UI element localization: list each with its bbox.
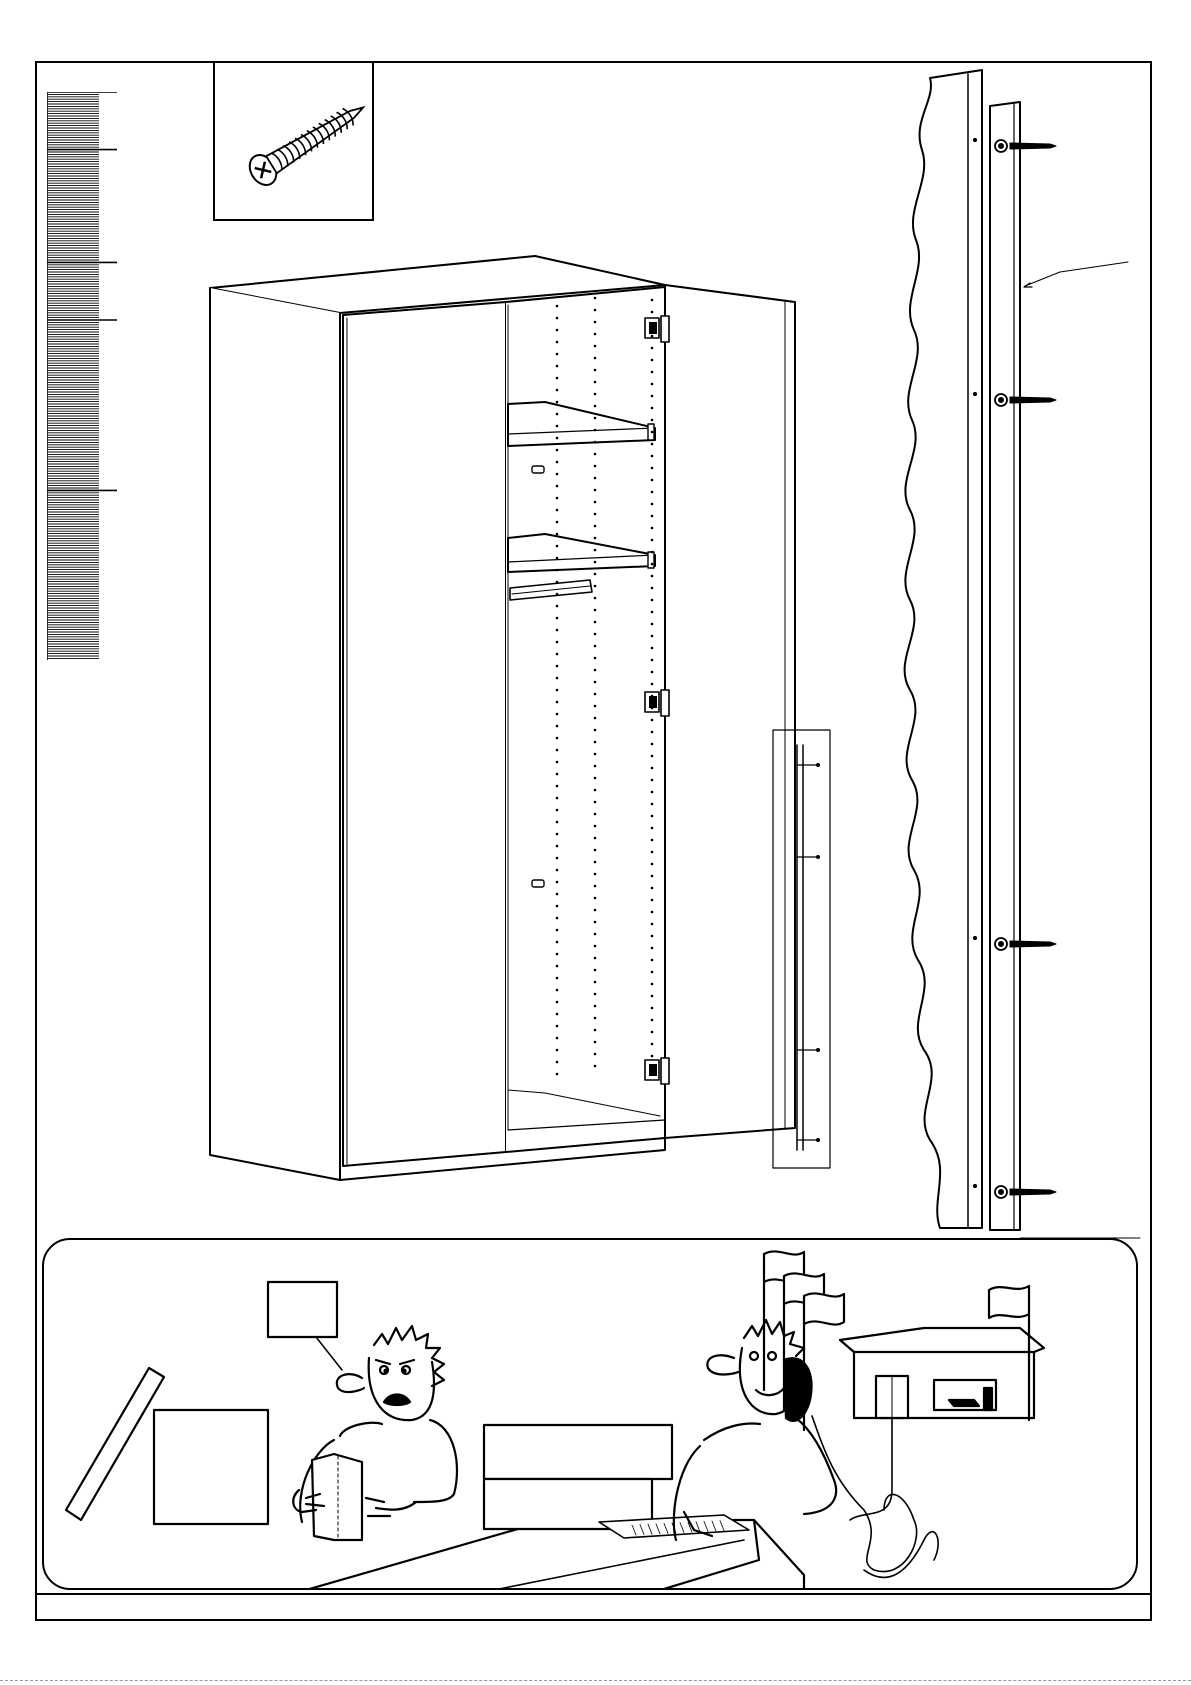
store-building-icon: [840, 1328, 1044, 1520]
door-edge-enlarged-icon: [905, 70, 1128, 1230]
bottom-strip: [35, 1593, 1152, 1595]
speech-bubble-box: [268, 1282, 337, 1337]
wardrobe-icon: [210, 256, 795, 1180]
page-cut-line: [0, 1680, 1191, 1682]
help-panel: [42, 1238, 1138, 1590]
confused-person-reading-instructions-icon: [293, 1326, 457, 1540]
open-package-icon: [66, 1368, 268, 1524]
store-counter-icon: [299, 1425, 804, 1590]
help-panel-illustration: [44, 1240, 1138, 1590]
